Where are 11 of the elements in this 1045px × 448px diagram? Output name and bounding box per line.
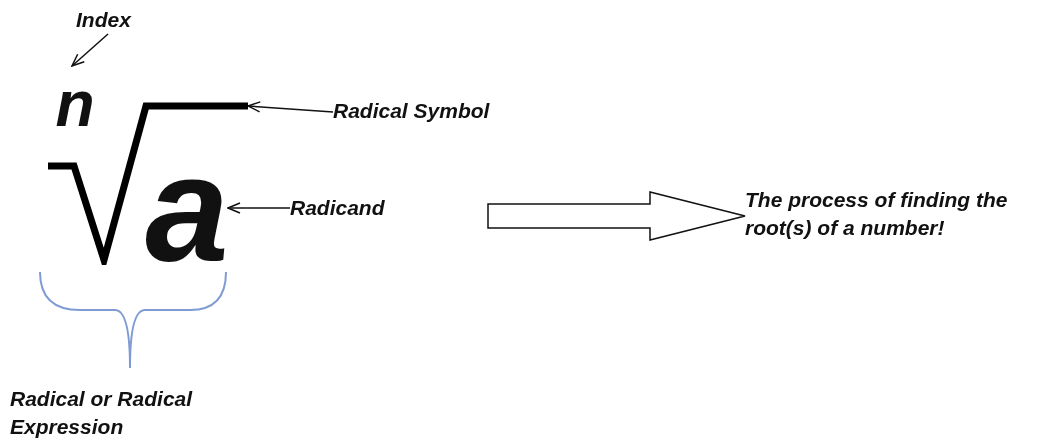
radicand-label: Radicand xyxy=(290,194,410,222)
radical-expression-label: Radical or Radical Expression xyxy=(10,385,250,445)
radical-symbol-label: Radical Symbol xyxy=(333,97,543,127)
index-label: Index xyxy=(76,6,142,34)
leader-line xyxy=(247,101,334,113)
leader-line xyxy=(71,33,109,67)
leader-line xyxy=(227,202,291,214)
definition-text: The process of finding the root(s) of a number! xyxy=(745,186,1040,246)
block-arrow xyxy=(487,191,746,241)
index-letter: n xyxy=(50,66,100,128)
radicand-letter: a xyxy=(146,150,228,265)
